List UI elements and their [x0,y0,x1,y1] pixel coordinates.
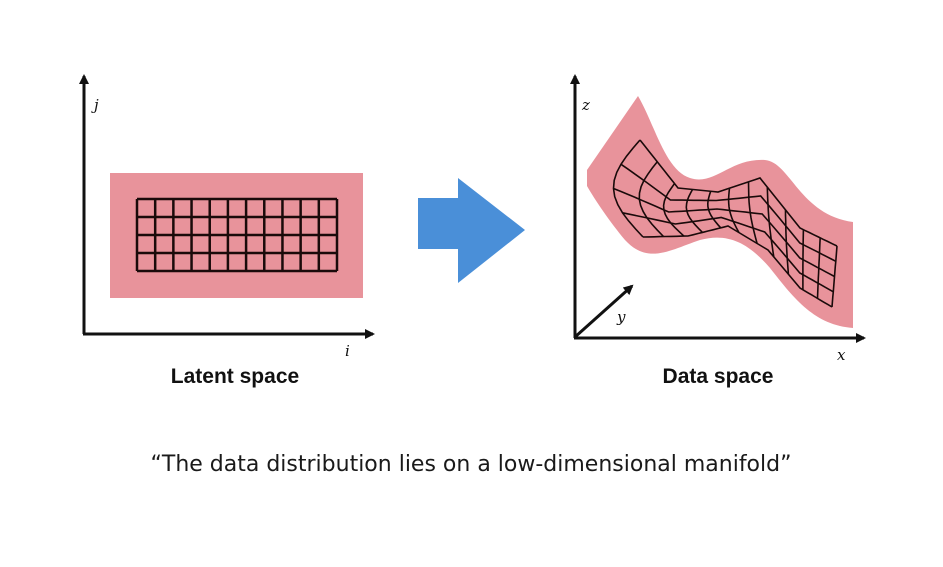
data-title: Data space [663,365,774,388]
manifold-grid-line [784,209,790,275]
manifold-grid-line [662,183,685,237]
latent-grid [135,197,339,273]
manifold-grid-line [613,187,835,278]
latent-x-label: i [345,342,350,360]
manifold-grid-line [831,245,838,308]
manifold-grid-line [727,188,740,233]
latent-space-panel: j i Latent space [79,74,375,388]
data-y-label: y [616,308,626,326]
transform-arrow-icon [418,178,525,283]
data-z-label: z [581,96,590,114]
manifold-grid-line [802,229,805,290]
manifold-grid-line [622,212,834,293]
manifold-grid-line [747,181,758,244]
caption: “The data distribution lies on a low-dim… [150,452,791,477]
manifold-grid-line [642,225,833,308]
manifold-grid-line [638,161,665,238]
manifold-grid-line [685,189,704,233]
data-space-panel: z y x Data space [570,74,866,388]
data-y-axis [573,284,634,339]
latent-y-label: j [91,96,99,114]
manifold-grid-line [620,163,837,263]
latent-title: Latent space [171,365,299,388]
manifold-grid-line [612,139,644,238]
manifold-grid-line [706,191,722,229]
manifold-grid-line [766,187,775,258]
manifold-grid-line [816,237,821,299]
manifold-band [587,96,853,328]
manifold-grid [612,139,838,308]
manifold-grid-line [639,139,838,247]
data-x-label: x [837,346,846,364]
